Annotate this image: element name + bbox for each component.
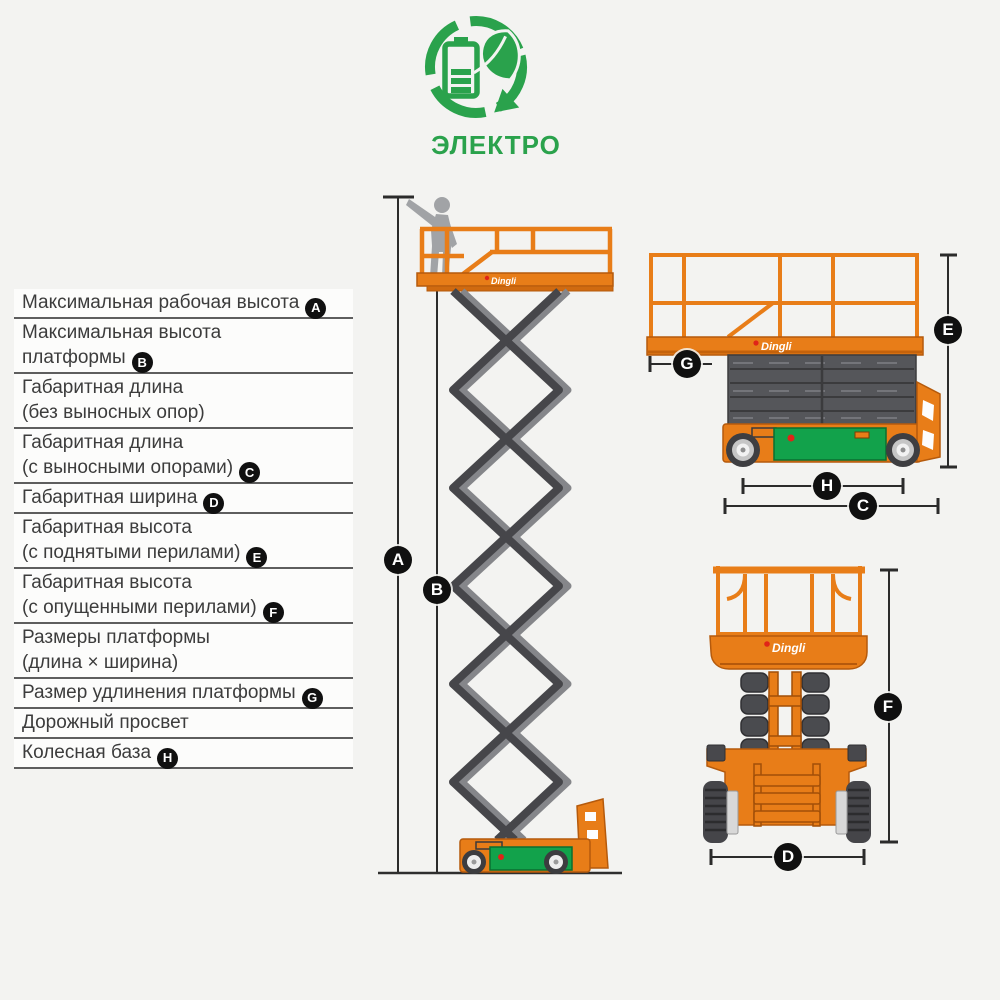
spec-label: Габаритная ширина bbox=[22, 487, 198, 508]
stowed-side-view: Dingli bbox=[646, 253, 957, 514]
spec-label: (с поднятыми перилами) bbox=[22, 541, 241, 563]
wheels bbox=[726, 433, 920, 467]
spec-row-platform-size: Размеры платформы (длина × ширина) bbox=[14, 624, 353, 679]
spec-label: Габаритная длина bbox=[22, 432, 184, 453]
tires bbox=[703, 781, 871, 843]
marker-f-badge: F bbox=[262, 602, 284, 624]
spec-label: Дорожный просвет bbox=[22, 712, 189, 733]
spec-label: (с опущенными перилами) bbox=[22, 596, 257, 618]
worker-silhouette bbox=[406, 197, 457, 277]
leaf-icon bbox=[473, 29, 521, 82]
brand-logo-small: Dingli bbox=[764, 641, 806, 655]
dim-marker-g: G bbox=[673, 350, 701, 378]
spec-row-height-rails-up: Габаритная высота (с поднятыми перилами)… bbox=[14, 514, 353, 569]
marker-e-badge: E bbox=[246, 547, 268, 569]
brand-logo-small: Dingli bbox=[484, 275, 516, 286]
spec-label: Габаритная высота bbox=[22, 572, 192, 593]
dim-marker-e: E bbox=[934, 316, 962, 344]
ladder bbox=[916, 380, 941, 463]
spec-row-height-rails-down: Габаритная высота (с опущенными перилами… bbox=[14, 569, 353, 624]
dim-marker-f: F bbox=[874, 693, 902, 721]
spec-label: (длина × ширина) bbox=[22, 651, 179, 673]
spec-row-ground-clearance: Дорожный просвет bbox=[14, 709, 353, 739]
spec-label: Размер удлинения платформы bbox=[22, 682, 296, 703]
spec-label: Колесная база bbox=[22, 742, 152, 763]
dim-marker-h: H bbox=[813, 472, 841, 500]
marker-d-badge: D bbox=[203, 492, 225, 514]
extended-side-view: Dingli bbox=[378, 195, 622, 875]
platform-basket bbox=[709, 635, 868, 670]
spec-label: Габаритная длина bbox=[22, 377, 184, 398]
spec-label: (без выносных опор) bbox=[22, 401, 205, 423]
spec-label: Максимальная высота bbox=[22, 322, 222, 343]
ladder bbox=[753, 763, 821, 827]
dim-marker-a: A bbox=[384, 546, 412, 574]
svg-text:Dingli: Dingli bbox=[772, 641, 806, 655]
spec-label: Размеры платформы bbox=[22, 627, 210, 648]
marker-g-badge: G bbox=[301, 687, 323, 709]
spec-label: Габаритная высота bbox=[22, 517, 192, 538]
electro-battery-leaf-icon bbox=[425, 16, 527, 118]
spec-label: Максимальная рабочая высота bbox=[22, 292, 300, 313]
dim-marker-b: B bbox=[423, 576, 451, 604]
svg-text:Dingli: Dingli bbox=[761, 341, 792, 353]
brand-logo-small: Dingli bbox=[753, 340, 792, 353]
front-view: Dingli bbox=[703, 566, 898, 865]
spec-label: (с выносными опорами) bbox=[22, 456, 234, 478]
marker-h-badge: H bbox=[157, 747, 179, 769]
marker-a-badge: A bbox=[305, 297, 327, 319]
marker-b-badge: B bbox=[131, 352, 153, 374]
spec-label: платформы bbox=[22, 346, 126, 368]
dim-marker-d: D bbox=[774, 843, 802, 871]
svg-text:Dingli: Dingli bbox=[491, 276, 516, 286]
spec-row-length-with-outriggers: Габаритная длина (с выносными опорами)C bbox=[14, 429, 353, 484]
spec-row-length-no-outriggers: Габаритная длина (без выносных опор) bbox=[14, 374, 353, 429]
electro-label: ЭЛЕКТРО bbox=[431, 130, 561, 160]
dim-marker-c: C bbox=[849, 492, 877, 520]
folded-scissors bbox=[727, 354, 917, 426]
scissor-mechanism bbox=[449, 288, 563, 843]
wheels bbox=[462, 850, 568, 874]
marker-c-badge: C bbox=[239, 462, 261, 484]
recycle-arrow-icon bbox=[494, 88, 520, 113]
